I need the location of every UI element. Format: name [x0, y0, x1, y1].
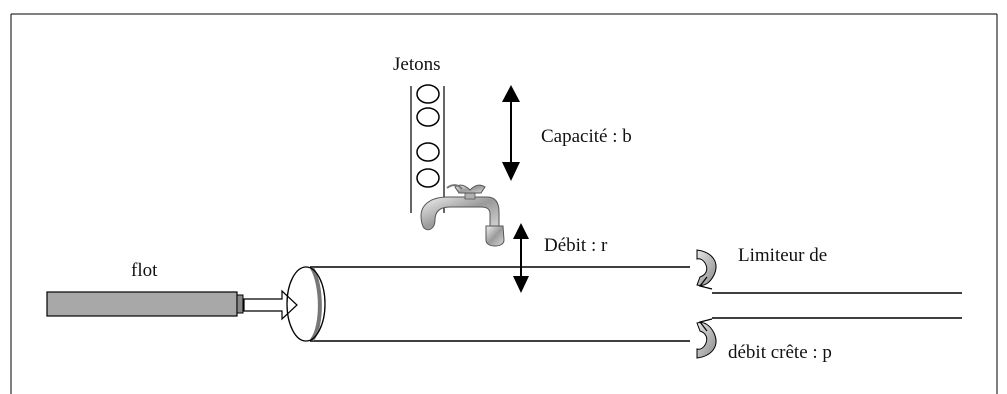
input-flow-bar — [46, 291, 244, 317]
token-circle — [416, 107, 440, 127]
token-circle — [416, 168, 440, 188]
limiter-hook-top — [696, 249, 717, 286]
pipe — [286, 266, 690, 342]
figure-frame — [10, 13, 998, 394]
rate-double-arrow — [513, 223, 529, 293]
token-column — [410, 84, 445, 213]
peak-limiter — [696, 249, 962, 359]
token-circle — [416, 142, 440, 162]
capacity-label: Capacité : b — [541, 126, 632, 147]
peak-rate-label: débit crête : p — [728, 342, 832, 363]
limiter-label: Limiteur de — [738, 245, 827, 266]
capacity-double-arrow — [502, 85, 520, 181]
flow-label: flot — [131, 260, 158, 281]
limiter-hook-bottom — [696, 322, 717, 359]
faucet-icon — [420, 184, 505, 247]
tokens-label: Jetons — [393, 54, 441, 75]
rate-label: Débit : r — [544, 235, 608, 256]
flow-arrow-icon — [243, 289, 298, 321]
token-circle — [416, 84, 440, 104]
